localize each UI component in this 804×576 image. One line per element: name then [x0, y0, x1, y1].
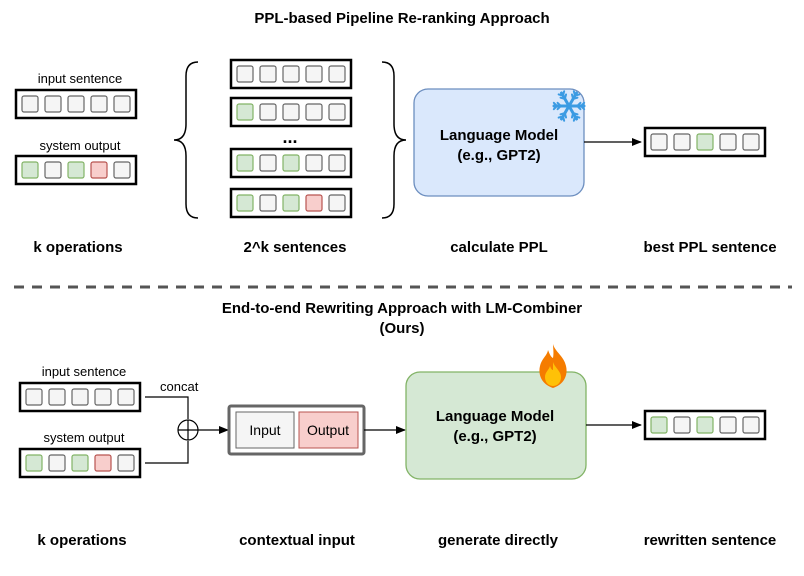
token-plain: [25, 388, 43, 406]
token-plain: [328, 154, 346, 172]
token-plain: [673, 416, 691, 434]
top-system-output-label: system output: [40, 138, 121, 153]
caption-contextual-input: contextual input: [239, 532, 355, 549]
token-plain: [117, 454, 135, 472]
bottom-language-model-box: [405, 371, 587, 480]
token-plain: [259, 103, 277, 121]
candidate-sentence-row: [229, 187, 353, 219]
top-language-model-label: Language Model: [440, 127, 558, 144]
token-plain: [44, 161, 62, 179]
token-green: [282, 194, 300, 212]
token-plain: [67, 95, 85, 113]
token-plain: [650, 133, 668, 151]
token-green: [696, 416, 714, 434]
token-green: [25, 454, 43, 472]
context-output-label: Output: [307, 422, 349, 438]
context-output-segment: [298, 411, 359, 449]
fire-icon: [539, 344, 567, 388]
token-plain: [117, 388, 135, 406]
bottom-language-model-label: Language Model: [436, 408, 554, 425]
token-plain: [719, 133, 737, 151]
token-plain: [259, 65, 277, 83]
token-plain: [71, 388, 89, 406]
caption-calculate-ppl: calculate PPL: [450, 239, 548, 256]
token-plain: [259, 194, 277, 212]
token-plain: [44, 95, 62, 113]
concat-line-output: [145, 441, 189, 464]
bottom-system-output-row: [18, 447, 142, 479]
candidate-sentence-row: [229, 147, 353, 179]
token-plain: [94, 388, 112, 406]
token-plain: [328, 65, 346, 83]
token-plain: [48, 388, 66, 406]
token-plain: [742, 416, 760, 434]
candidate-sentences: [229, 58, 353, 219]
token-green: [236, 194, 254, 212]
token-red: [90, 161, 108, 179]
token-green: [696, 133, 714, 151]
concat-plus-icon: [177, 419, 199, 441]
token-green: [236, 103, 254, 121]
caption-k-operations-top: k operations: [33, 239, 122, 256]
bottom-title-ours: (Ours): [380, 320, 425, 337]
caption-k-operations-bottom: k operations: [37, 532, 126, 549]
context-input-segment: [235, 411, 295, 449]
token-green: [21, 161, 39, 179]
context-input-label: Input: [249, 422, 280, 438]
token-plain: [259, 154, 277, 172]
token-plain: [113, 95, 131, 113]
top-system-output-row: [14, 154, 138, 186]
token-plain: [282, 103, 300, 121]
snowflake-icon: [552, 90, 586, 122]
token-red: [305, 194, 323, 212]
token-plain: [719, 416, 737, 434]
candidates-ellipsis: ...: [282, 127, 297, 147]
token-plain: [742, 133, 760, 151]
caption-generate-directly: generate directly: [438, 532, 559, 549]
bottom-input-sentence-row: [18, 381, 142, 413]
token-red: [94, 454, 112, 472]
token-plain: [90, 95, 108, 113]
token-plain: [236, 65, 254, 83]
concat-line-input: [145, 396, 189, 419]
token-plain: [48, 454, 66, 472]
top-title: PPL-based Pipeline Re-ranking Approach: [254, 10, 549, 27]
token-green: [282, 154, 300, 172]
caption-best-ppl-sentence: best PPL sentence: [643, 239, 776, 256]
token-plain: [113, 161, 131, 179]
left-curly-brace: [173, 61, 199, 219]
bottom-input-sentence-label: input sentence: [42, 364, 127, 379]
token-plain: [328, 194, 346, 212]
token-green: [67, 161, 85, 179]
token-green: [650, 416, 668, 434]
top-language-model-example: (e.g., GPT2): [457, 147, 540, 164]
token-plain: [305, 103, 323, 121]
bottom-language-model-example: (e.g., GPT2): [453, 428, 536, 445]
token-plain: [673, 133, 691, 151]
right-curly-brace: [381, 61, 407, 219]
caption-2k-sentences: 2^k sentences: [244, 239, 347, 256]
token-green: [236, 154, 254, 172]
token-plain: [305, 154, 323, 172]
top-input-sentence-row: [14, 88, 138, 120]
token-plain: [21, 95, 39, 113]
token-green: [71, 454, 89, 472]
top-input-sentence-label: input sentence: [38, 71, 123, 86]
bottom-title: End-to-end Rewriting Approach with LM-Co…: [222, 300, 582, 317]
caption-rewritten-sentence: rewritten sentence: [644, 532, 777, 549]
concat-label: concat: [160, 379, 199, 394]
token-plain: [305, 65, 323, 83]
candidate-sentence-row: [229, 58, 353, 90]
rewritten-sentence-row: [643, 409, 767, 441]
bottom-system-output-label: system output: [44, 430, 125, 445]
token-plain: [282, 65, 300, 83]
best-ppl-sentence-row: [643, 126, 767, 158]
token-plain: [328, 103, 346, 121]
candidate-sentence-row: [229, 96, 353, 128]
